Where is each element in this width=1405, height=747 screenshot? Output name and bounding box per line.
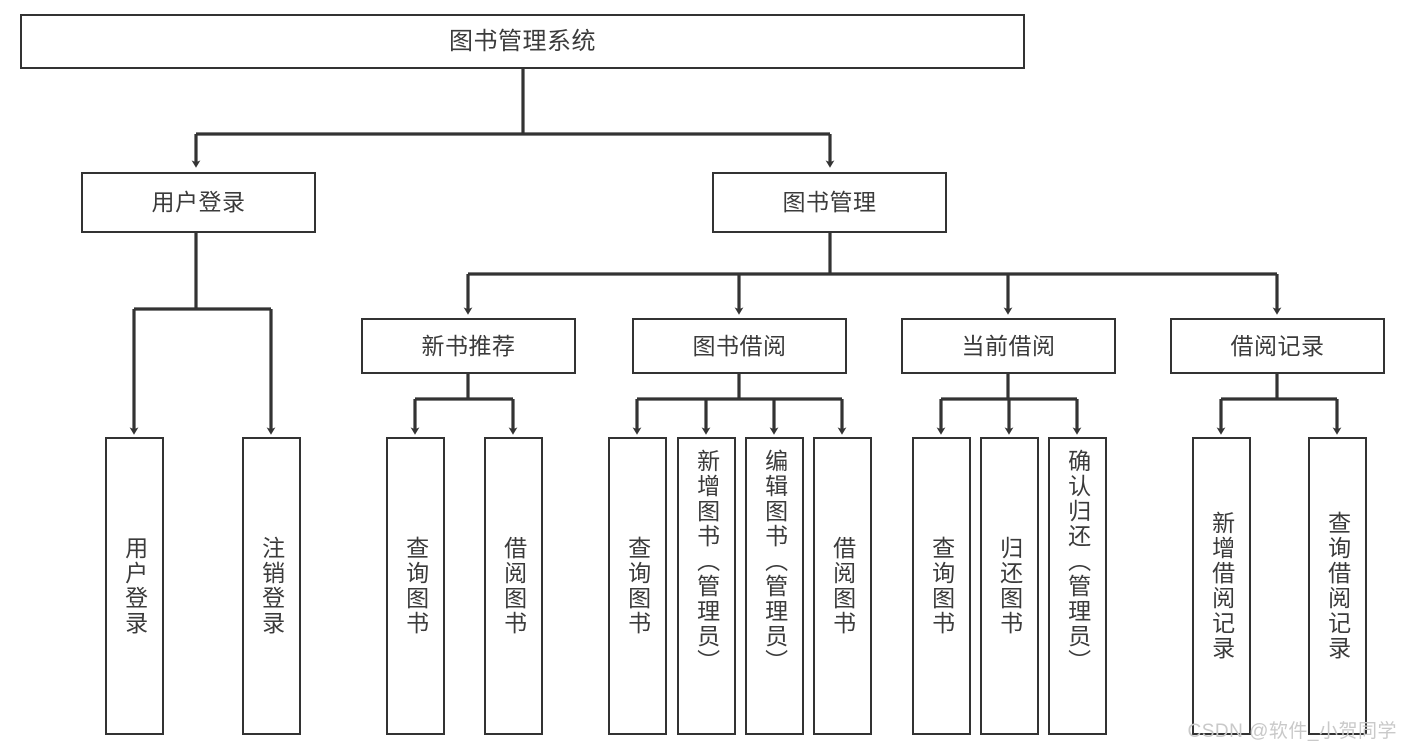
node-leaf-add-borrow-record[interactable]: 新增借阅记录: [1192, 437, 1251, 735]
node-label: 新增借阅记录: [1208, 511, 1235, 661]
node-label: 新增图书（管理员）: [693, 449, 720, 674]
node-user-login[interactable]: 用户登录: [81, 172, 316, 233]
node-label: 确认归还（管理员）: [1064, 449, 1091, 674]
node-label: 借阅记录: [1230, 332, 1325, 359]
node-leaf-user-login[interactable]: 用户登录: [105, 437, 164, 735]
node-leaf-return-book[interactable]: 归还图书: [980, 437, 1039, 735]
node-label: 查询图书: [402, 536, 429, 636]
node-label: 归还图书: [996, 536, 1023, 636]
node-label: 借阅图书: [500, 536, 527, 636]
node-label: 当前借阅: [961, 332, 1056, 359]
node-borrow-record[interactable]: 借阅记录: [1170, 318, 1385, 374]
node-label: 图书借阅: [692, 332, 787, 359]
csdn-watermark: CSDN @软件_小贺同学: [1187, 721, 1397, 742]
node-leaf-query-book-recommend[interactable]: 查询图书: [386, 437, 445, 735]
node-label: 查询借阅记录: [1324, 511, 1351, 661]
node-label: 借阅图书: [829, 536, 856, 636]
node-label: 查询图书: [624, 536, 651, 636]
node-leaf-query-book-borrow[interactable]: 查询图书: [608, 437, 667, 735]
node-book-management[interactable]: 图书管理: [712, 172, 947, 233]
node-current-borrow[interactable]: 当前借阅: [901, 318, 1116, 374]
node-label: 查询图书: [928, 536, 955, 636]
node-leaf-add-book-admin[interactable]: 新增图书（管理员）: [677, 437, 736, 735]
node-leaf-query-book-current[interactable]: 查询图书: [912, 437, 971, 735]
node-leaf-confirm-return-admin[interactable]: 确认归还（管理员）: [1048, 437, 1107, 735]
node-root-book-management-system[interactable]: 图书管理系统: [20, 14, 1025, 69]
node-label: 编辑图书（管理员）: [761, 449, 788, 674]
node-new-book-recommend[interactable]: 新书推荐: [361, 318, 576, 374]
node-label: 注销登录: [258, 536, 285, 636]
node-label: 用户登录: [151, 189, 246, 215]
node-book-borrow[interactable]: 图书借阅: [632, 318, 847, 374]
node-leaf-query-borrow-record[interactable]: 查询借阅记录: [1308, 437, 1367, 735]
node-leaf-borrow-book-borrow[interactable]: 借阅图书: [813, 437, 872, 735]
node-label: 图书管理系统: [449, 27, 596, 55]
node-leaf-borrow-book-recommend[interactable]: 借阅图书: [484, 437, 543, 735]
node-label: 新书推荐: [421, 332, 516, 359]
node-label: 用户登录: [121, 536, 148, 636]
node-label: 图书管理: [782, 189, 877, 215]
node-leaf-edit-book-admin[interactable]: 编辑图书（管理员）: [745, 437, 804, 735]
node-leaf-logout-login[interactable]: 注销登录: [242, 437, 301, 735]
